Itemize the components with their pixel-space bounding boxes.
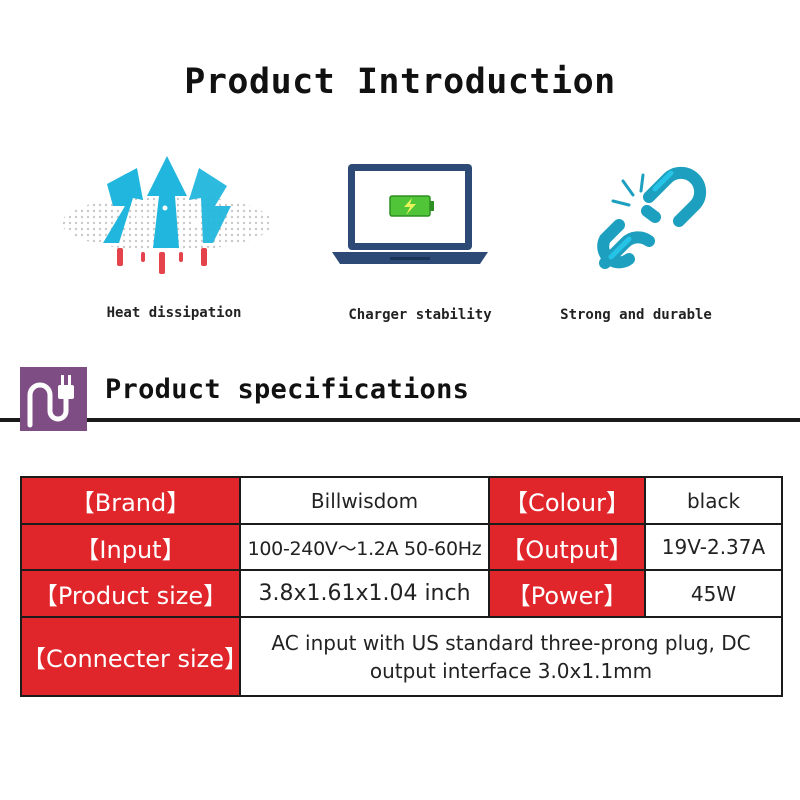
specs-table: 【Brand】 Billwisdom 【Colour】 black 【Input… (20, 476, 783, 697)
feature-heat-dissipation (55, 148, 280, 288)
output-value: 19V-2.37A (644, 523, 783, 571)
power-value: 45W (644, 569, 783, 618)
feature-label-strong: Strong and durable (560, 307, 712, 323)
brand-value: Billwisdom (239, 476, 490, 525)
connecter-size-label: 【Connecter size】 (20, 616, 248, 697)
spec-icon-box (20, 367, 87, 431)
brand-label: 【Brand】 (20, 476, 241, 525)
product-size-label: 【Product size】 (20, 569, 241, 618)
plug-cable-icon (27, 375, 74, 428)
chain-link-icon (597, 166, 707, 269)
colour-value: black (644, 476, 783, 525)
feature-label-heat: Heat dissipation (106, 305, 242, 321)
specs-title: Product specifications (105, 374, 470, 405)
table-row: 【Input】 100-240V～1.2A 50-60Hz 【Output】 1… (20, 523, 783, 571)
table-row: 【Brand】 Billwisdom 【Colour】 black (20, 476, 783, 525)
section-divider (0, 418, 800, 422)
power-label: 【Power】 (488, 569, 646, 618)
feature-charger-stability (330, 160, 490, 270)
laptop-battery-icon (332, 164, 488, 264)
connecter-size-line-2: output interface 3.0x1.1mm (369, 658, 653, 683)
table-row: 【Product size】 3.8x1.61x1.04 inch 【Power… (20, 569, 783, 618)
input-label: 【Input】 (20, 523, 241, 571)
output-label: 【Output】 (488, 523, 646, 571)
colour-label: 【Colour】 (488, 476, 646, 525)
page-title: Product Introduction (184, 62, 616, 102)
input-value: 100-240V～1.2A 50-60Hz (239, 523, 490, 571)
product-size-value: 3.8x1.61x1.04 inch (239, 569, 490, 618)
connecter-size-value: AC input with US standard three-prong pl… (239, 616, 783, 697)
heat-dissipation-icon (62, 156, 272, 274)
connecter-size-line-1: AC input with US standard three-prong pl… (271, 630, 751, 655)
feature-strong-durable (585, 155, 715, 275)
table-row: 【Connecter size】 AC input with US standa… (20, 616, 783, 697)
feature-label-charger: Charger stability (348, 307, 492, 323)
